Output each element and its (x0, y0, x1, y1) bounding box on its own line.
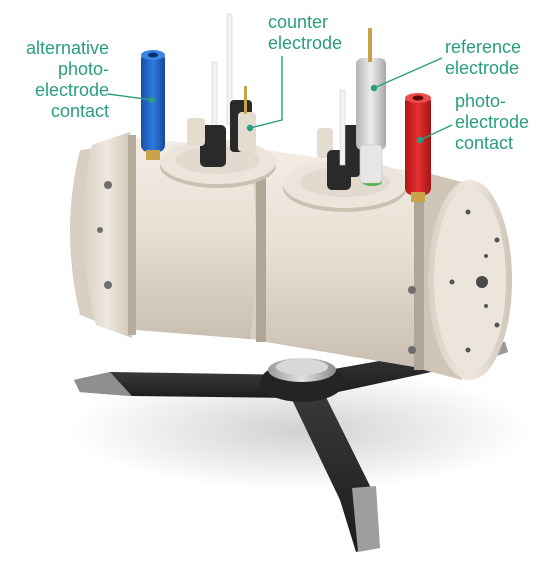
right-lid-electrodes (317, 28, 386, 190)
dot-photoelectrode-contact (416, 136, 424, 144)
left-lid-electrodes (187, 13, 256, 167)
red-contact-pin (405, 93, 431, 202)
callout-leader-dots (148, 84, 424, 144)
label-alternative-photoelectrode-contact: alternative photo- electrode contact (26, 38, 109, 122)
label-line: photo- (57, 59, 109, 79)
label-photoelectrode-contact: photo- electrode contact (455, 91, 529, 154)
label-line: alternative (25, 38, 109, 58)
left-end-plate (70, 132, 136, 338)
right-end-plate (424, 172, 512, 380)
leader-alternative-contact (107, 93, 153, 101)
dot-alternative-contact (148, 96, 156, 104)
label-line: counter (268, 12, 329, 32)
callout-leader-lines (107, 56, 453, 141)
dot-counter-electrode (246, 124, 254, 132)
leader-counter-electrode (249, 56, 283, 129)
label-line: electrode (268, 33, 343, 53)
label-line: reference (445, 37, 522, 57)
floor-shadow (70, 370, 530, 490)
blue-contact-pin (141, 50, 165, 160)
label-counter-electrode: counter electrode (268, 12, 342, 54)
label-line: contact (455, 133, 514, 153)
label-line: electrode (34, 80, 109, 100)
dot-reference-electrode (370, 84, 378, 92)
label-line: contact (50, 101, 109, 121)
label-line: photo- (455, 91, 507, 111)
label-reference-electrode: reference electrode (445, 37, 521, 79)
leader-photoelectrode-contact (419, 124, 453, 141)
leader-reference-electrode (373, 57, 443, 89)
label-line: electrode (455, 112, 530, 132)
label-line: electrode (445, 58, 520, 78)
